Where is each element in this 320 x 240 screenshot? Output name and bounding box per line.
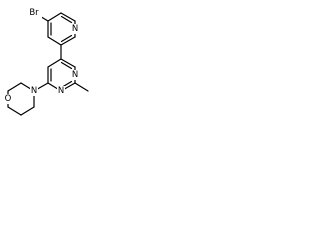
bond bbox=[60, 36, 76, 46]
double-bond-inner bbox=[60, 34, 73, 43]
morpholine-nitrogen-label: N bbox=[31, 86, 37, 96]
bond bbox=[47, 36, 62, 46]
atom-label-o-morpholine: O bbox=[3, 94, 13, 104]
double-bond-inner bbox=[60, 15, 73, 24]
methyl-bond bbox=[74, 82, 89, 92]
pyrimidine-nitrogen-right-label: N bbox=[72, 70, 78, 80]
pyridine-nitrogen-label: N bbox=[72, 24, 78, 34]
bond bbox=[60, 12, 76, 22]
bond bbox=[47, 12, 62, 22]
atom-label-n-pyrimidine-lower: N bbox=[57, 86, 65, 96]
bond bbox=[7, 106, 22, 116]
atom-label-n-pyrimidine-right: N bbox=[71, 70, 79, 80]
bond bbox=[47, 58, 62, 68]
pyrimidine-nitrogen-lower-label: N bbox=[58, 86, 64, 96]
bond bbox=[7, 82, 22, 92]
morpholine-oxygen-label: O bbox=[5, 94, 12, 104]
double-bond-inner bbox=[60, 61, 73, 70]
chemical-structure-diagram: Br N N N N O bbox=[3, 8, 89, 116]
atom-label-n-pyridine: N bbox=[71, 24, 79, 34]
pyridine-ring bbox=[47, 12, 76, 46]
bond bbox=[60, 58, 76, 68]
atom-label-br: Br bbox=[28, 8, 42, 18]
bromine-label: Br bbox=[29, 8, 39, 18]
atom-label-n-morpholine: N bbox=[30, 86, 38, 96]
bond bbox=[20, 106, 35, 116]
